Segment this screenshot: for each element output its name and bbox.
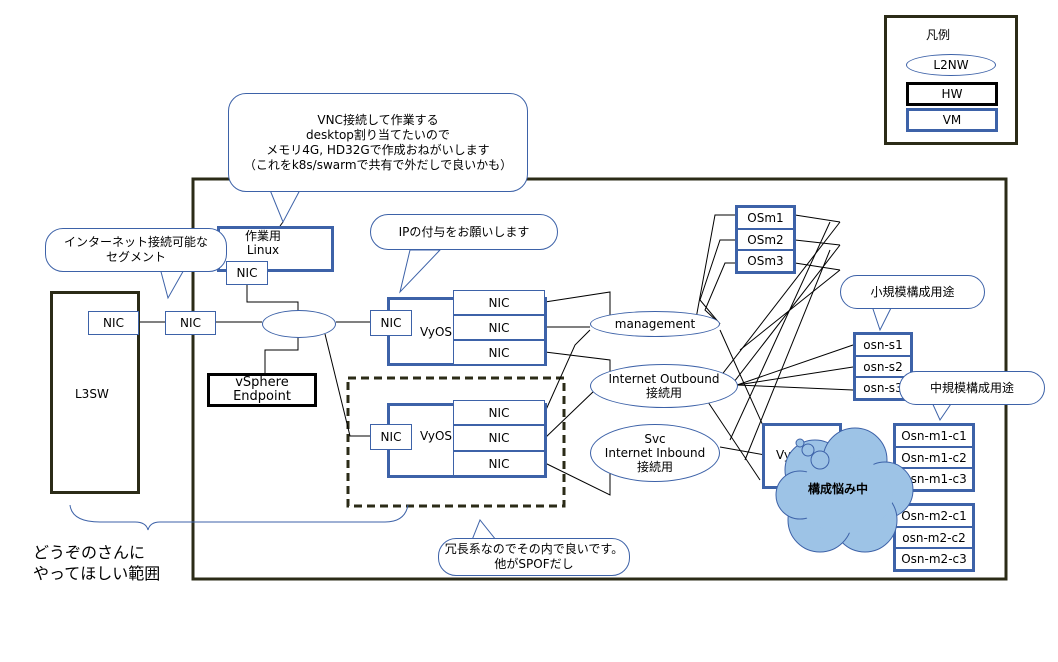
osn-m1-item: Osn-m1-c2 xyxy=(896,448,972,470)
vyos1-nic-3: NIC xyxy=(453,340,545,365)
osn-m1-item: Osn-m1-c1 xyxy=(896,426,972,448)
inet-nic: NIC xyxy=(165,311,216,335)
osn-s-item: osn-s2 xyxy=(856,357,910,379)
legend-vm: VM xyxy=(906,108,998,132)
osn-m2-group: Osn-m2-c1 osn-m2-c2 Osn-m2-c3 xyxy=(893,503,975,572)
l3sw-label: L3SW xyxy=(75,387,109,401)
vyos1-nic-left: NIC xyxy=(370,310,412,336)
osn-s-item: osn-s3 xyxy=(863,381,903,396)
l2-segment xyxy=(262,310,336,338)
work-linux-vm xyxy=(217,226,334,272)
vyos2-nic-3: NIC xyxy=(453,451,545,476)
vyos2-nic-1: NIC xyxy=(453,400,545,425)
callout-redundant: 冗長系なのでその内で良いです。 他がSPOFだし xyxy=(438,538,630,576)
osn-s-item: osn-s1 xyxy=(856,335,910,357)
vyos1-label: VyOS xyxy=(420,325,453,339)
osm-group: OSm1 OSm2 OSm3 xyxy=(735,205,796,274)
cloud-label: 構成悩み中 xyxy=(808,482,869,496)
osn-m2-item: Osn-m2-c3 xyxy=(901,552,967,567)
callout-medium: 中規模構成用途 xyxy=(899,371,1045,405)
vyos1-nic-2: NIC xyxy=(453,315,545,340)
osn-m2-item: osn-m2-c2 xyxy=(896,528,972,550)
vyos2-nic-2: NIC xyxy=(453,425,545,451)
callout-ip: IPの付与をお願いします xyxy=(370,214,558,250)
callout-small: 小規模構成用途 xyxy=(840,275,985,309)
network-management: management xyxy=(590,311,720,337)
redundant-group-frame xyxy=(346,376,566,508)
osm-item: OSm2 xyxy=(738,230,793,252)
osn-s-group: osn-s1 osn-s2 osn-s3 xyxy=(853,332,913,401)
work-linux-nic: NIC xyxy=(226,261,268,285)
vyos1-nic-1: NIC xyxy=(453,290,545,315)
vyos2-label: VyOS xyxy=(420,429,453,443)
scope-note: どうぞのさんに やってほしい範囲 xyxy=(33,543,161,583)
vyos2-nic-left: NIC xyxy=(370,424,412,450)
callout-internet: インターネット接続可能な セグメント xyxy=(45,228,227,272)
callout-vnc: VNC接続して作業する desktop割り当てたいので メモリ4G, HD32G… xyxy=(228,93,528,192)
l3sw-nic: NIC xyxy=(88,311,139,335)
network-outbound: Internet Outbound 接続用 xyxy=(590,364,738,408)
legend-hw: HW xyxy=(906,82,998,106)
vsphere-endpoint: vSphere Endpoint xyxy=(207,373,317,407)
work-linux-label: 作業用 Linux xyxy=(245,229,282,257)
osn-m2-item: Osn-m2-c1 xyxy=(896,506,972,528)
network-svc: Svc Internet Inbound 接続用 xyxy=(590,424,720,482)
osm-item: OSm3 xyxy=(747,254,784,269)
legend-l2nw: L2NW xyxy=(906,54,996,76)
legend-title: 凡例 xyxy=(926,28,951,42)
cloud-icon xyxy=(775,427,914,553)
osn-m1-item: Osn-m1-c3 xyxy=(901,472,967,487)
osm-item: OSm1 xyxy=(738,208,793,230)
